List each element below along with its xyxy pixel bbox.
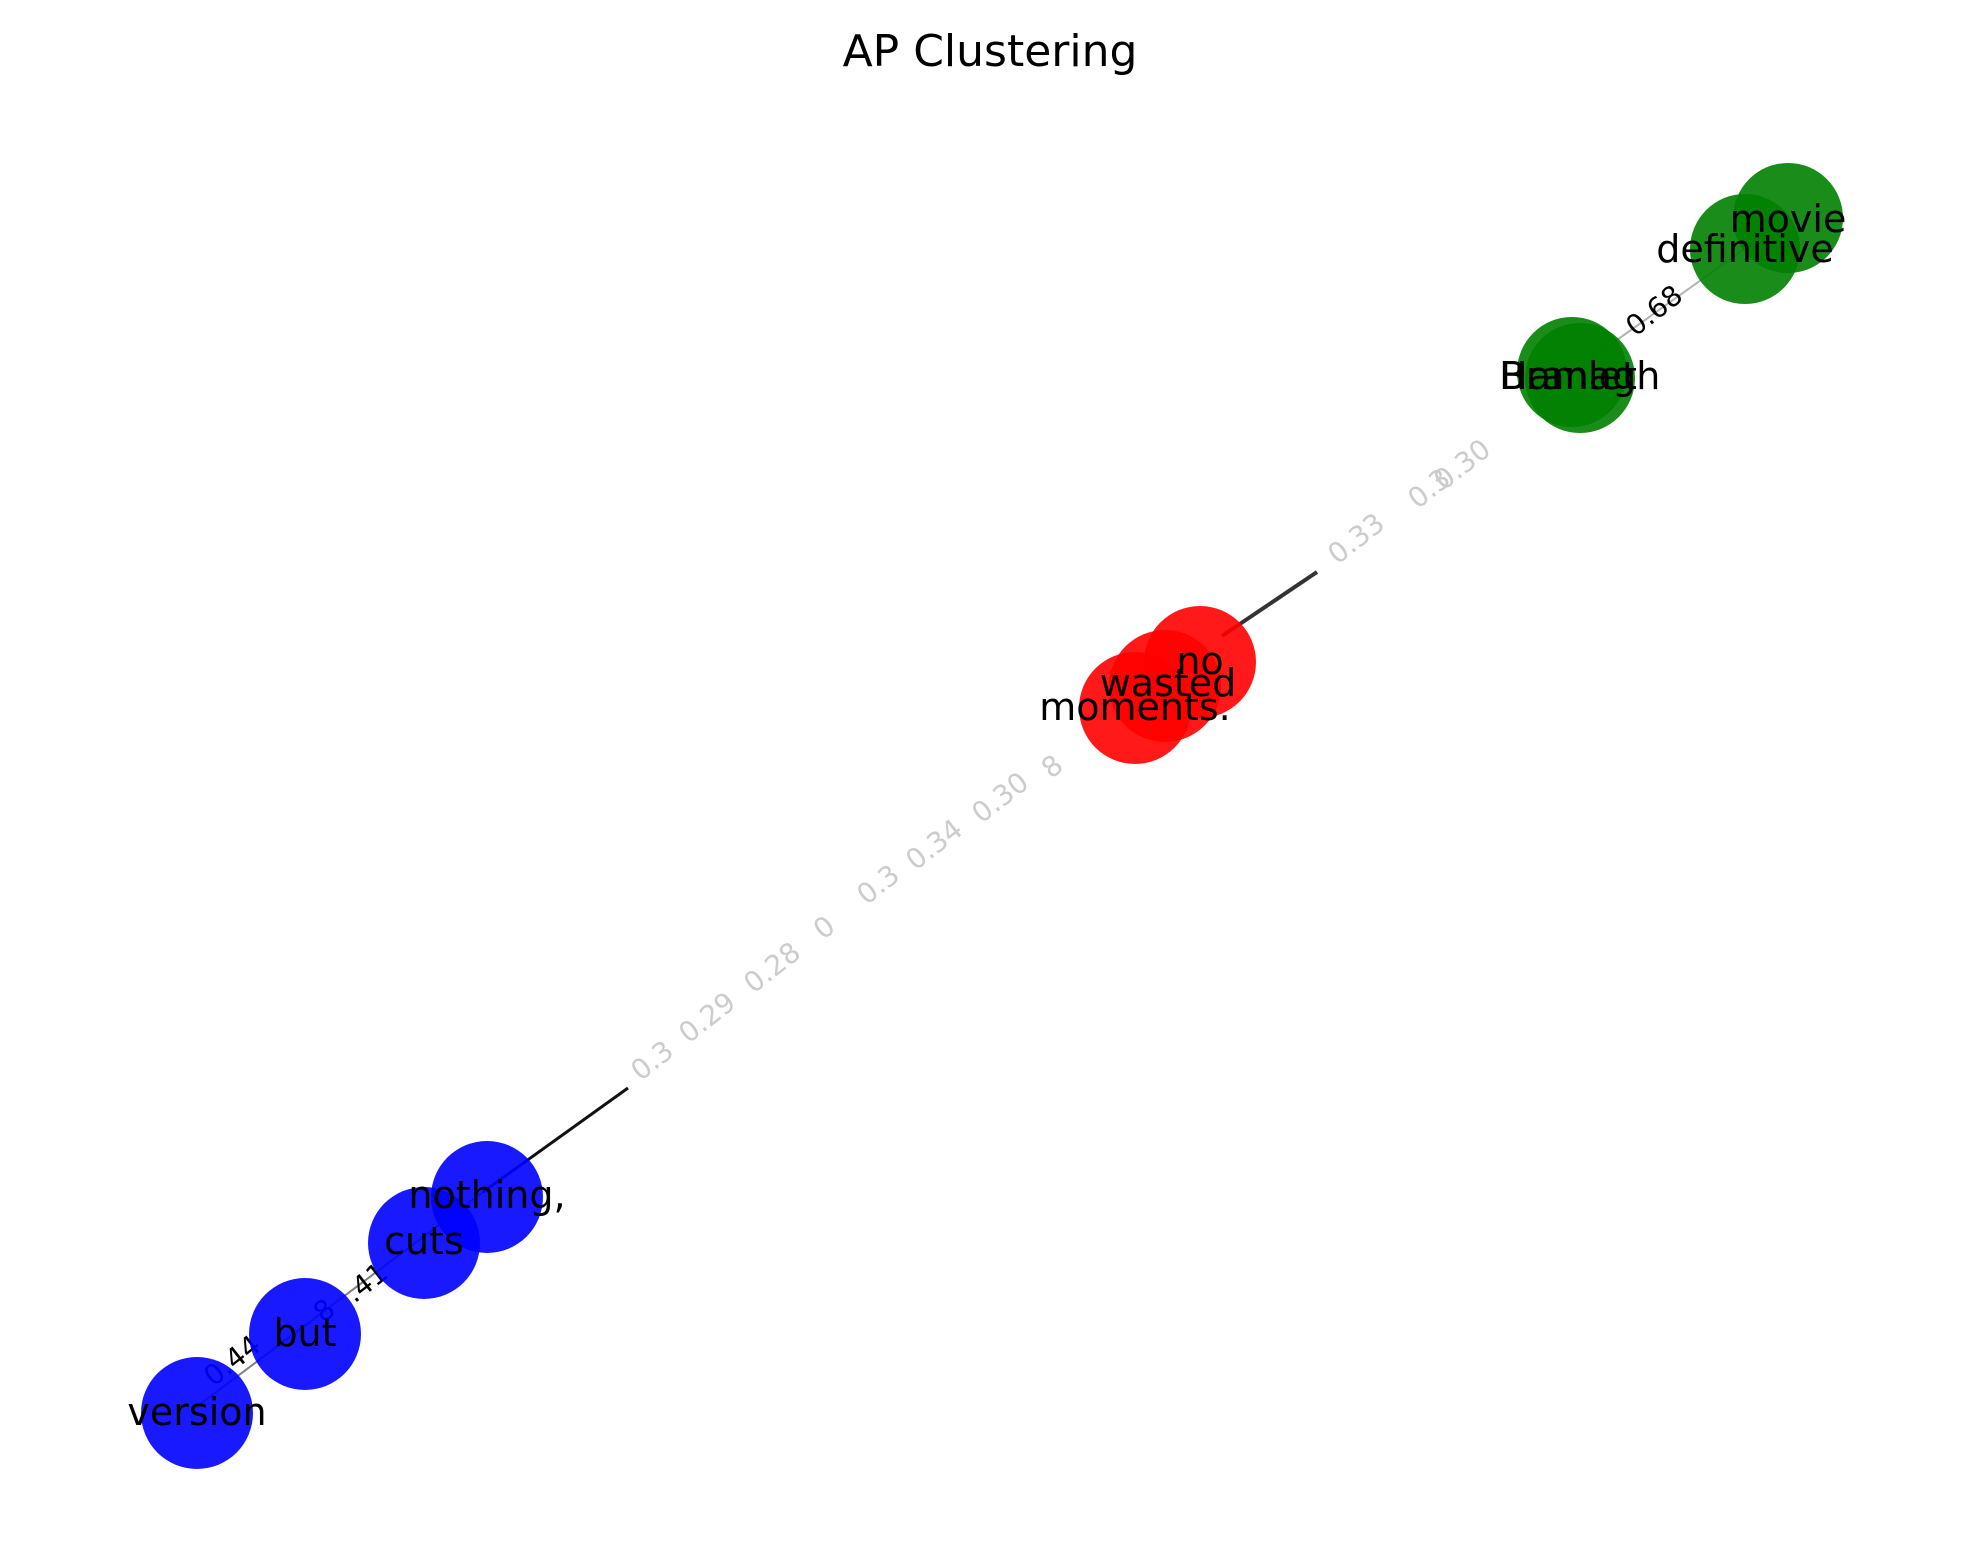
node-label-definitive: definitive: [1656, 227, 1833, 271]
node-but[interactable]: [249, 1278, 361, 1390]
node-label-but: but: [273, 1311, 336, 1355]
edge-label: 0.28: [737, 935, 806, 999]
node-cuts[interactable]: [368, 1187, 480, 1299]
node-label-version: version: [127, 1390, 266, 1434]
node-label-no: no: [1176, 639, 1223, 683]
edge-label: 8: [1035, 748, 1069, 785]
cluster-blue: nothing, cuts but version: [127, 1141, 566, 1469]
edge-label: 0.3: [850, 858, 905, 911]
node-label-hamlet: Hamlet: [1499, 354, 1637, 398]
edge-label: 0: [807, 909, 841, 946]
cluster-red: no wasted moments.: [1039, 606, 1256, 764]
edge-label: 0.29: [672, 985, 741, 1049]
node-label-wasted: wasted: [1100, 661, 1237, 705]
edge-label: 0.33: [1321, 506, 1390, 570]
edge-label: 0.3: [624, 1034, 679, 1087]
node-label-cuts: cuts: [384, 1219, 464, 1263]
edge-label: 0.34: [899, 812, 968, 876]
node-version[interactable]: [141, 1357, 253, 1469]
node-definitive[interactable]: [1690, 194, 1800, 304]
node-moments[interactable]: [1079, 652, 1191, 764]
node-label-moments: moments.: [1039, 685, 1231, 729]
node-label-movie: movie: [1730, 197, 1847, 241]
node-label-nothing: nothing,: [408, 1173, 565, 1217]
diagram-title: AP Clustering: [843, 26, 1138, 77]
cluster-green: movie definitive Branagh Hamlet: [1499, 163, 1846, 433]
node-branagh[interactable]: [1525, 323, 1635, 433]
edge-label: 0.68: [1619, 278, 1688, 342]
edge-label: 0.30: [965, 765, 1034, 829]
node-label-branagh: Branagh: [1500, 354, 1661, 398]
